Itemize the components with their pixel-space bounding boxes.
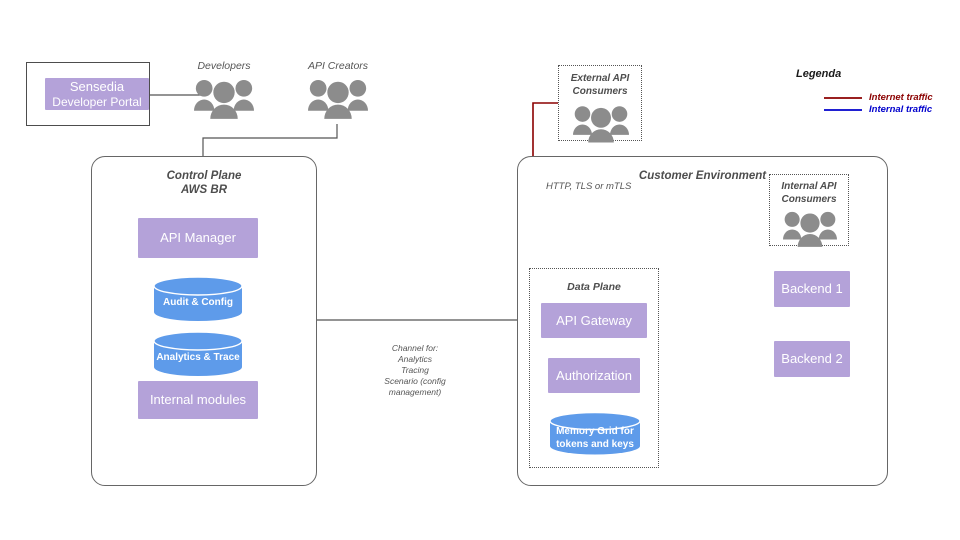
data-plane-title: Data Plane <box>567 281 621 293</box>
api-creators-label: API Creators <box>307 60 369 72</box>
developers-label: Developers <box>197 60 251 72</box>
item-label: API Manager <box>160 230 236 246</box>
protocol-label: HTTP, TLS or mTLS <box>546 181 632 192</box>
legend-label-internet-traffic: Internet traffic <box>869 92 933 103</box>
item-label: Authorization <box>556 367 632 383</box>
item-label: Backend 1 <box>781 281 843 297</box>
control-plane-item-internal-modules[interactable]: Internal modules <box>138 381 258 419</box>
people-group-icon <box>308 79 368 119</box>
data-plane-panel: Data Plane <box>529 268 659 468</box>
sensedia-developer-portal-box[interactable]: Sensedia Developer Portal <box>45 78 149 110</box>
item-label: Memory Grid for tokens and keys <box>556 426 634 450</box>
people-group-icon <box>573 106 629 143</box>
line-api-creators-to-control-plane <box>202 124 338 156</box>
control-plane-item-api-manager[interactable]: API Manager <box>138 218 258 258</box>
control-plane-title: Control Plane AWS BR <box>166 170 242 197</box>
api-creators-actor: API Creators <box>307 60 369 128</box>
channel-note: Channel for: Analytics Tracing Scenario … <box>384 343 446 398</box>
backend-2-box[interactable]: Backend 2 <box>774 341 850 377</box>
developers-actor: Developers <box>193 60 255 128</box>
cylinder-shape <box>153 331 243 376</box>
item-label: Audit & Config <box>163 297 233 308</box>
portal-line-2: Developer Portal <box>52 94 142 109</box>
people-group-icon <box>194 79 254 119</box>
people-group-icon <box>783 211 837 247</box>
portal-line-1: Sensedia <box>69 79 125 94</box>
data-plane-item-api-gateway[interactable]: API Gateway <box>541 303 647 338</box>
backend-1-box[interactable]: Backend 1 <box>774 271 850 307</box>
cylinder-shape <box>153 276 243 321</box>
item-label: Internal modules <box>149 392 247 408</box>
external-api-consumers-title: External API Consumers <box>570 73 630 97</box>
item-label: Backend 2 <box>781 351 843 367</box>
legend-label-internal-traffic: Internal traffic <box>869 104 933 115</box>
data-plane-item-authorization[interactable]: Authorization <box>548 358 640 393</box>
customer-environment-title: Customer Environment <box>638 170 767 182</box>
control-plane-item-analytics-trace[interactable]: Analytics & Trace <box>153 331 243 377</box>
item-label: Analytics & Trace <box>156 352 240 363</box>
internal-api-consumers-title: Internal API Consumers <box>781 181 837 205</box>
cylinder-shape <box>549 411 641 455</box>
external-api-consumers-panel: External API Consumers <box>558 65 642 143</box>
item-label: API Gateway <box>556 312 632 328</box>
control-plane-item-audit-config[interactable]: Audit & Config <box>153 276 243 322</box>
control-plane-panel: Control Plane AWS BR <box>91 156 317 486</box>
internal-api-consumers-panel: Internal API Consumers <box>769 174 849 247</box>
legend-title: Legenda <box>796 68 842 80</box>
data-plane-item-memory-grid[interactable]: Memory Grid for tokens and keys <box>549 411 641 456</box>
